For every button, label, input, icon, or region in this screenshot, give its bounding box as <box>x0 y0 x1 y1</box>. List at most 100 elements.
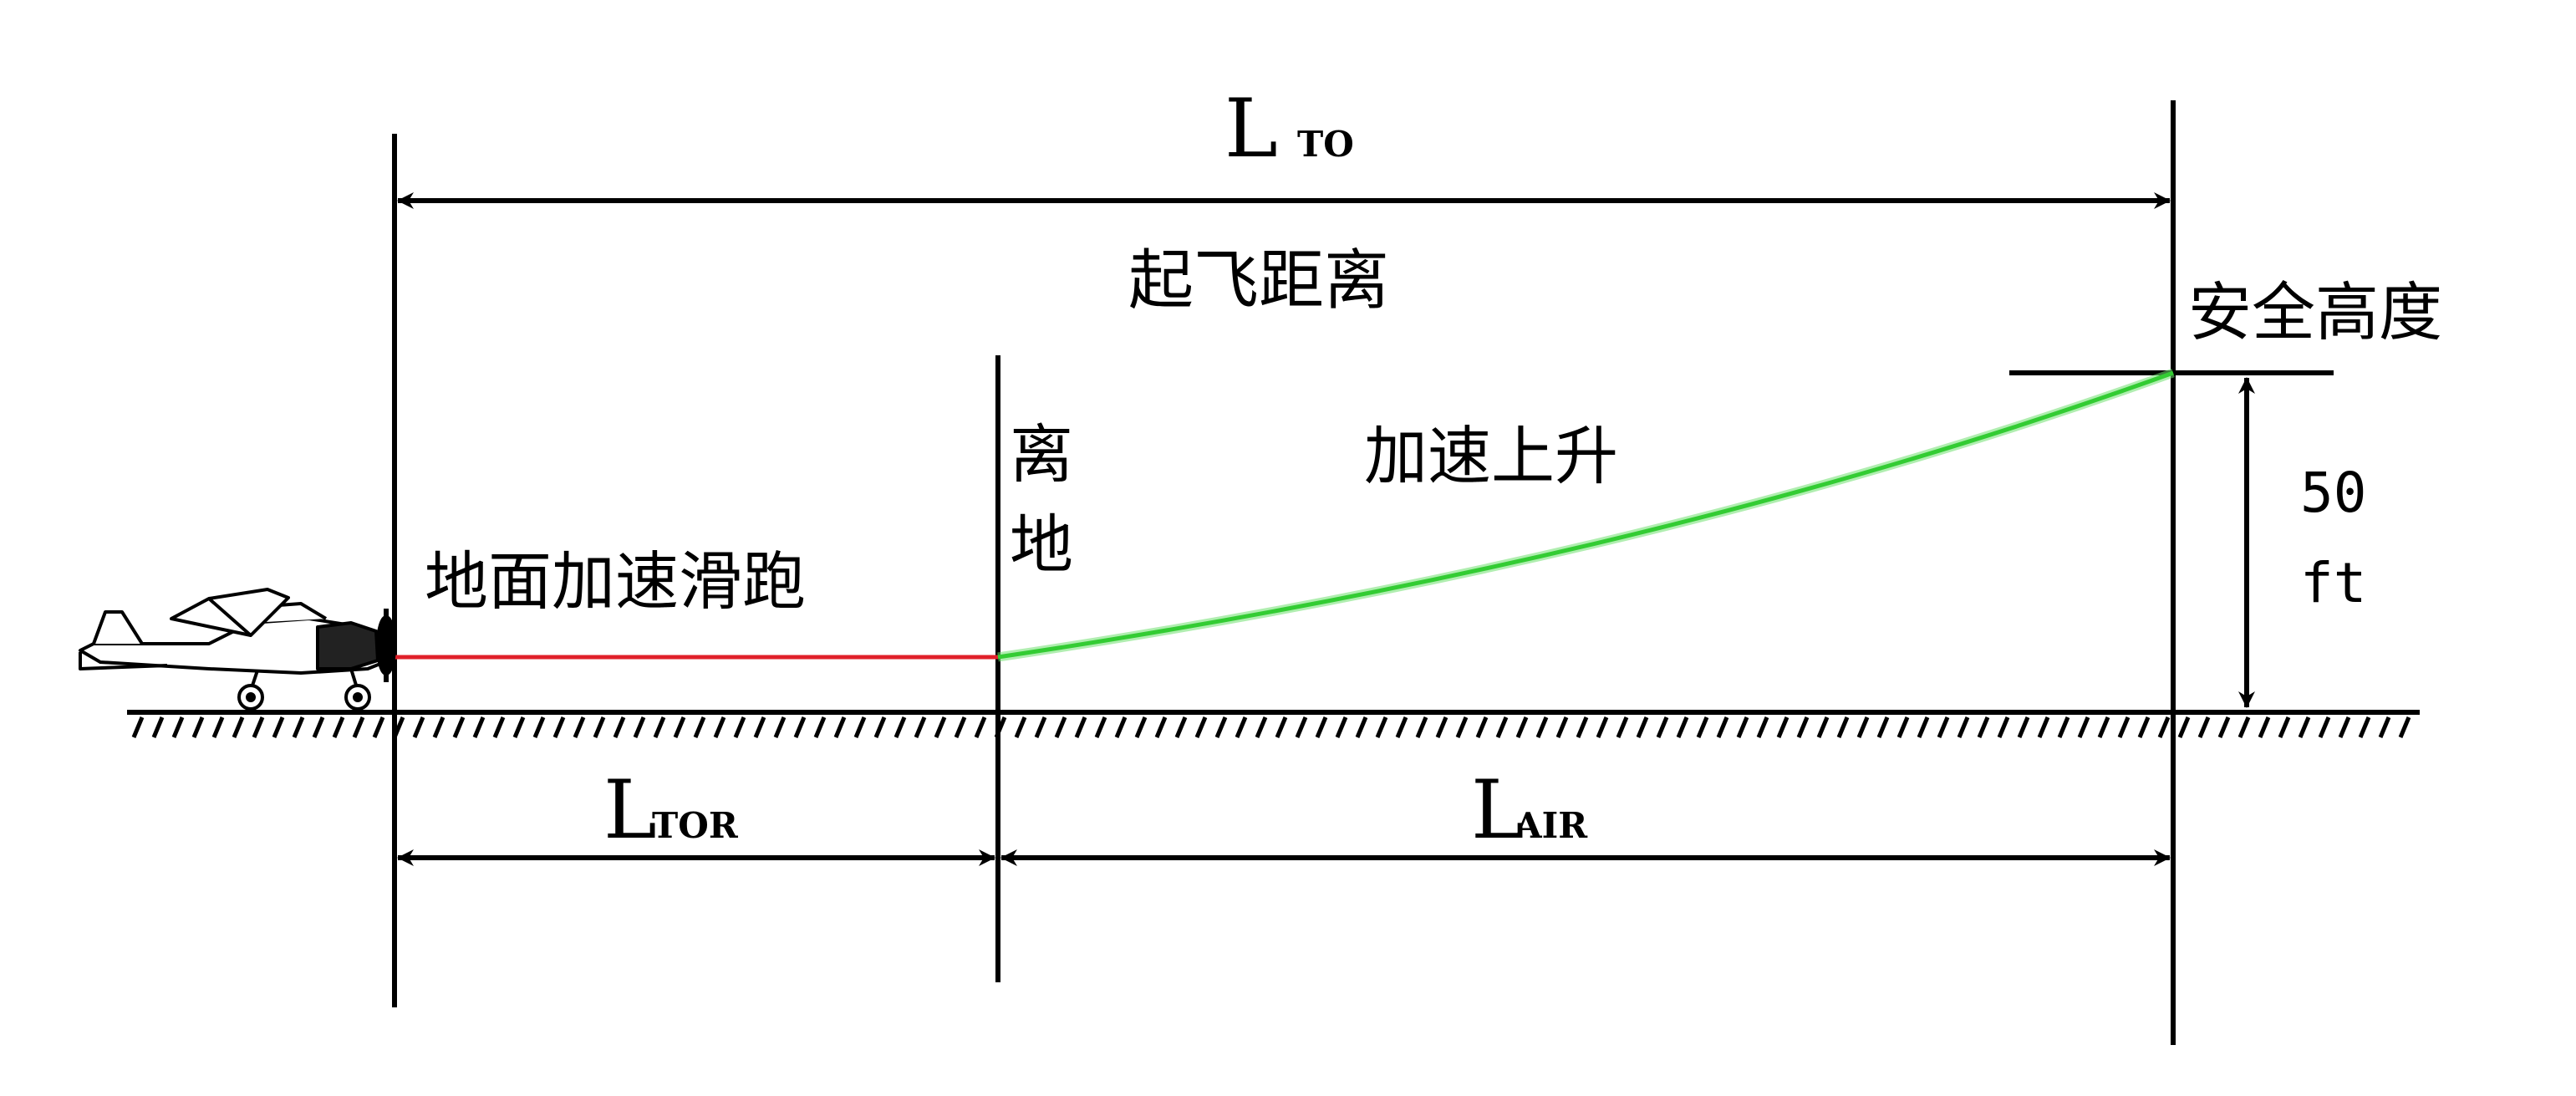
hatch-mark <box>352 716 365 738</box>
hatch-mark <box>1616 716 1629 738</box>
hatch-mark <box>332 716 345 738</box>
hatch-mark <box>2157 716 2171 738</box>
climb-path <box>997 368 2175 662</box>
hatch-mark <box>593 716 606 738</box>
hatch-mark <box>1636 716 1649 738</box>
hatch-mark <box>2358 716 2371 738</box>
hatch-mark <box>1275 716 1288 738</box>
hatch-mark <box>1014 716 1027 738</box>
hatch-mark <box>633 716 646 738</box>
hatch-mark <box>2378 716 2391 738</box>
hatch-mark <box>1957 716 1970 738</box>
hatch-mark <box>2177 716 2191 738</box>
hatch-mark <box>472 716 486 738</box>
hatch-mark <box>191 716 205 738</box>
total-distance-subscript: TO <box>1297 124 1354 165</box>
hatch-mark <box>2338 716 2351 738</box>
hatch-mark <box>954 716 967 738</box>
liftoff-label-line1: 离 <box>1010 417 1073 492</box>
hatch-mark <box>452 716 466 738</box>
hatch-mark <box>1555 716 1569 738</box>
hatch-mark <box>733 716 746 738</box>
ground <box>127 710 2420 738</box>
hatch-mark <box>211 716 225 738</box>
hatch-mark <box>252 716 265 738</box>
hatch-mark <box>1676 716 1689 738</box>
hatch-mark <box>2217 716 2231 738</box>
hatch-mark <box>1315 716 1328 738</box>
hatch-mark <box>1576 716 1589 738</box>
hatch-mark <box>2117 716 2131 738</box>
hatch-mark <box>653 716 666 738</box>
hatch-mark <box>573 716 586 738</box>
hatch-mark <box>1395 716 1408 738</box>
hatch-mark <box>1917 716 1930 738</box>
hatch-mark <box>1696 716 1709 738</box>
hatch-mark <box>1415 716 1428 738</box>
hatch-mark <box>2097 716 2110 738</box>
safe-height-label: 安全高度 <box>2188 275 2442 349</box>
hatch-mark <box>693 716 706 738</box>
hatch-mark <box>833 716 847 738</box>
hatch-mark <box>1355 716 1368 738</box>
hatch-mark <box>994 716 1007 738</box>
hatch-mark <box>673 716 686 738</box>
hatch-mark <box>1335 716 1348 738</box>
hatch-mark <box>1134 716 1148 738</box>
hatch-mark <box>2037 716 2050 738</box>
hatch-mark <box>2077 716 2090 738</box>
hatch-mark <box>613 716 626 738</box>
hatch-mark <box>392 716 405 738</box>
hatch-mark <box>1154 716 1168 738</box>
hatch-mark <box>1034 716 1047 738</box>
hatch-mark <box>171 716 185 738</box>
hatch-mark <box>773 716 787 738</box>
hatch-mark <box>2318 716 2331 738</box>
hatch-mark <box>2137 716 2151 738</box>
hatch-mark <box>1435 716 1448 738</box>
ground-roll-distance-symbol: L <box>603 763 657 857</box>
hatch-mark <box>292 716 305 738</box>
hatch-mark <box>532 716 546 738</box>
hatch-mark <box>914 716 927 738</box>
hatch-mark <box>1114 716 1128 738</box>
hatch-mark <box>1776 716 1789 738</box>
air-distance-symbol: L <box>1471 763 1525 857</box>
ground-roll-label: 地面加速滑跑 <box>425 544 806 619</box>
hatch-mark <box>1997 716 2010 738</box>
hatch-mark <box>372 716 385 738</box>
hatch-mark <box>2258 716 2271 738</box>
hatch-mark <box>1375 716 1388 738</box>
hatch-mark <box>1736 716 1749 738</box>
hatch-mark <box>853 716 867 738</box>
hatch-mark <box>713 716 726 738</box>
total-distance-label: 起飞距离 <box>1128 243 1389 319</box>
hatch-mark <box>1295 716 1308 738</box>
hatch-mark <box>1656 716 1669 738</box>
hatch-mark <box>1716 716 1729 738</box>
ground-roll-distance-subscript: TOR <box>652 805 739 846</box>
hatch-mark <box>793 716 807 738</box>
hatch-mark <box>1074 716 1087 738</box>
hatch-mark <box>1455 716 1469 738</box>
hatch-mark <box>2017 716 2030 738</box>
hatch-mark <box>131 716 145 738</box>
hatch-mark <box>873 716 887 738</box>
hatch-mark <box>1836 716 1850 738</box>
hatch-mark <box>1235 716 1248 738</box>
hatch-mark <box>1816 716 1830 738</box>
hatch-mark <box>432 716 445 738</box>
hatch-mark <box>1756 716 1769 738</box>
hatch-mark <box>813 716 827 738</box>
hatch-mark <box>1856 716 1870 738</box>
hatch-mark <box>1535 716 1549 738</box>
climb-label: 加速上升 <box>1364 419 1618 493</box>
climb-path-core <box>997 370 2174 660</box>
hatch-mark <box>1194 716 1208 738</box>
hatch-mark <box>2237 716 2251 738</box>
hatch-mark <box>1054 716 1067 738</box>
hatch-mark <box>412 716 425 738</box>
hatch-mark <box>1937 716 1950 738</box>
hatch-mark <box>232 716 245 738</box>
